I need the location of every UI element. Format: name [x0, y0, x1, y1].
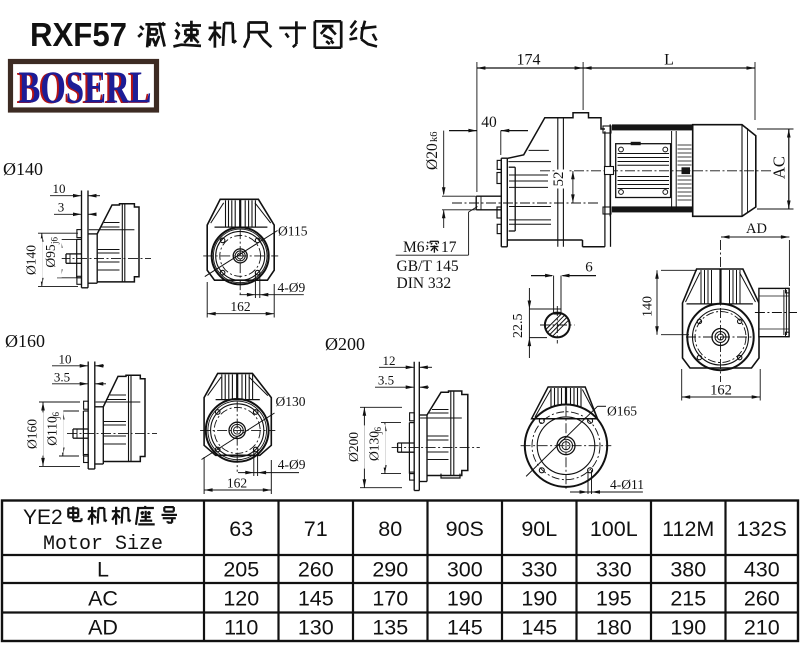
- svg-text:Motor Size: Motor Size: [43, 533, 163, 556]
- svg-text:170: 170: [372, 587, 408, 611]
- svg-text:4-Ø9: 4-Ø9: [278, 457, 306, 472]
- svg-text:162: 162: [227, 475, 247, 490]
- svg-text:Ø130: Ø130: [276, 394, 306, 409]
- svg-text:190: 190: [447, 587, 483, 611]
- svg-text:110: 110: [224, 616, 258, 640]
- svg-text:Ø140: Ø140: [24, 245, 39, 275]
- svg-text:132S: 132S: [737, 517, 787, 541]
- svg-text:380: 380: [670, 558, 706, 582]
- svg-text:L: L: [97, 558, 109, 582]
- svg-text:M6: M6: [403, 239, 425, 256]
- svg-text:Ø160: Ø160: [5, 331, 45, 351]
- svg-text:330: 330: [596, 558, 632, 582]
- svg-text:RXF57: RXF57: [30, 16, 127, 53]
- svg-text:162: 162: [710, 383, 732, 399]
- svg-text:AC: AC: [88, 587, 118, 611]
- svg-text:210: 210: [744, 616, 780, 640]
- svg-text:71: 71: [304, 517, 328, 541]
- svg-text:90S: 90S: [446, 517, 484, 541]
- svg-text:Ø200: Ø200: [346, 432, 361, 462]
- svg-text:10: 10: [59, 351, 72, 366]
- svg-text:3.5: 3.5: [378, 373, 394, 388]
- svg-text:205: 205: [223, 558, 259, 582]
- svg-text:63: 63: [229, 517, 253, 541]
- svg-text:4-Ø11: 4-Ø11: [610, 477, 644, 492]
- svg-text:174: 174: [517, 52, 541, 69]
- svg-text:195: 195: [596, 587, 632, 611]
- svg-text:4-Ø9: 4-Ø9: [278, 280, 306, 295]
- svg-text:135: 135: [372, 616, 408, 640]
- svg-text:j6: j6: [51, 411, 61, 420]
- svg-text:145: 145: [521, 616, 557, 640]
- svg-text:L: L: [664, 52, 674, 69]
- svg-text:Ø200: Ø200: [325, 334, 365, 354]
- svg-text:215: 215: [670, 587, 706, 611]
- svg-text:Ø95: Ø95: [43, 244, 58, 267]
- svg-text:DIN 332: DIN 332: [397, 275, 452, 292]
- svg-text:Ø160: Ø160: [25, 419, 40, 449]
- svg-text:190: 190: [670, 616, 706, 640]
- svg-text:j6: j6: [373, 426, 383, 435]
- svg-text:180: 180: [596, 616, 632, 640]
- svg-text:22.5: 22.5: [511, 314, 526, 339]
- svg-text:162: 162: [230, 299, 250, 314]
- svg-text:190: 190: [521, 587, 557, 611]
- svg-text:80: 80: [378, 517, 402, 541]
- svg-text:k6: k6: [429, 132, 440, 143]
- svg-text:300: 300: [447, 558, 483, 582]
- svg-text:YE2: YE2: [23, 506, 63, 529]
- svg-text:Ø110: Ø110: [45, 416, 60, 446]
- svg-text:145: 145: [447, 616, 483, 640]
- svg-text:Ø140: Ø140: [3, 159, 43, 179]
- svg-text:260: 260: [744, 587, 780, 611]
- svg-text:AC: AC: [770, 156, 789, 179]
- svg-text:330: 330: [521, 558, 557, 582]
- svg-text:260: 260: [298, 558, 334, 582]
- svg-text:Ø115: Ø115: [278, 224, 308, 239]
- svg-text:6: 6: [585, 260, 593, 276]
- svg-text:BOSERL: BOSERL: [17, 62, 150, 113]
- svg-text:112M: 112M: [662, 517, 714, 541]
- svg-text:Ø20: Ø20: [424, 143, 441, 170]
- svg-text:j6: j6: [50, 236, 60, 245]
- svg-text:40: 40: [481, 114, 497, 131]
- svg-text:430: 430: [744, 558, 780, 582]
- svg-text:12: 12: [383, 353, 396, 368]
- svg-text:90L: 90L: [521, 517, 557, 541]
- svg-text:Ø130: Ø130: [367, 431, 382, 461]
- svg-text:Ø165: Ø165: [607, 404, 637, 419]
- svg-text:AD: AD: [88, 616, 118, 640]
- svg-text:290: 290: [372, 558, 408, 582]
- svg-text:GB/T 145: GB/T 145: [397, 258, 459, 275]
- svg-text:17: 17: [441, 239, 457, 256]
- svg-text:100L: 100L: [590, 517, 638, 541]
- svg-text:BOSERL: BOSERL: [19, 62, 152, 113]
- svg-text:AD: AD: [746, 221, 767, 237]
- svg-text:52: 52: [551, 172, 567, 187]
- svg-text:140: 140: [641, 296, 656, 317]
- svg-text:145: 145: [298, 587, 334, 611]
- svg-text:3.5: 3.5: [54, 369, 70, 384]
- svg-text:120: 120: [223, 587, 259, 611]
- svg-text:130: 130: [298, 616, 334, 640]
- svg-text:3: 3: [58, 200, 65, 215]
- svg-text:10: 10: [53, 181, 66, 196]
